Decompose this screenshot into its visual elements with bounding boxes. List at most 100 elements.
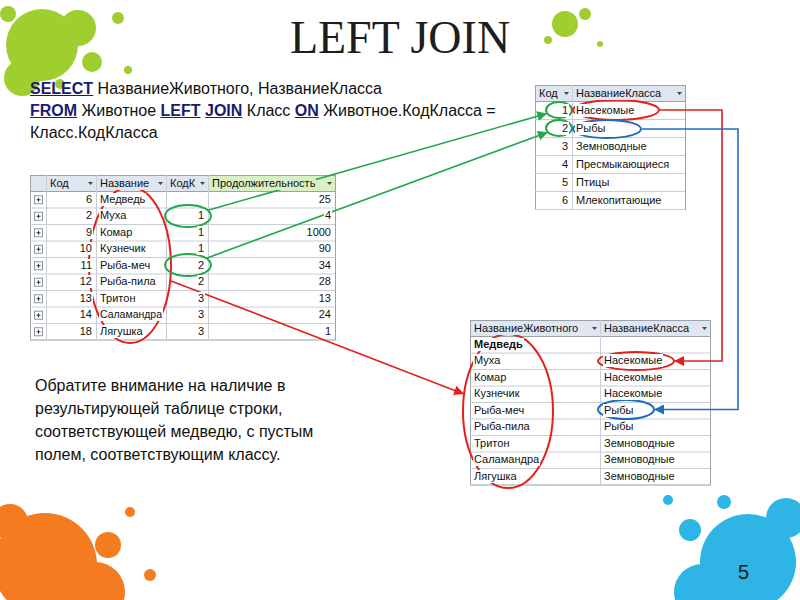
row-line	[30, 323, 335, 324]
column-line	[600, 320, 601, 485]
row-line	[30, 208, 335, 209]
row-line	[535, 209, 685, 210]
table-cell: 1	[197, 226, 205, 239]
sql-line: FROM Животное LEFT JOIN Класс ON Животно…	[30, 100, 530, 144]
row-line	[535, 155, 685, 156]
highlight-ellipse: Насекомые	[572, 99, 660, 121]
dropdown-arrow	[677, 92, 682, 95]
expand-box	[35, 311, 43, 319]
header-background	[471, 321, 601, 337]
join-arrow	[207, 133, 547, 258]
table-cell: 18	[79, 325, 93, 338]
table-cell: Лягушка	[473, 470, 518, 483]
table-cell: 1000	[306, 226, 332, 239]
table-cell: Рыба-меч	[99, 259, 151, 272]
table-cell: Тритон	[473, 437, 510, 450]
table-cell: Медведь	[99, 193, 146, 206]
table-cell: Земноводные	[603, 437, 676, 450]
table-cell: Земноводные	[575, 140, 648, 153]
table-cell: Кузнечик	[99, 242, 146, 255]
column-line	[46, 175, 47, 340]
expand-plus	[37, 231, 41, 235]
table-cell: Кузнечик	[473, 387, 520, 400]
table-cell: Насекомые	[603, 387, 663, 400]
row-line	[535, 191, 685, 192]
table-cell: 1	[561, 104, 569, 117]
row-line	[470, 353, 710, 354]
row-line	[30, 224, 335, 225]
header-cell: Название	[99, 177, 150, 190]
header-cell: Продолжительность	[211, 177, 316, 190]
table-cell: Рыба-пила	[99, 275, 157, 288]
row-line	[30, 290, 335, 291]
expand-plus	[37, 214, 41, 218]
table-cell: Рыба-меч	[473, 404, 525, 417]
expand-plus	[37, 280, 41, 284]
expand-box	[35, 229, 43, 237]
highlight-ellipse: Насекомые	[597, 351, 675, 371]
table-cell: Земноводные	[603, 470, 676, 483]
column-line	[572, 85, 573, 209]
table-cell: Рыба-пила	[473, 420, 531, 433]
highlight-ellipse: 1	[164, 204, 212, 228]
dropdown-arrow	[564, 92, 569, 95]
highlight-ring	[463, 334, 553, 488]
sql-keyword: SELECT	[30, 80, 93, 97]
highlight-ring	[598, 400, 654, 419]
header-background	[536, 86, 573, 102]
table-body	[31, 176, 336, 341]
dropdown-arrow	[200, 182, 205, 185]
table-cell: 11	[80, 259, 93, 272]
green-splash-small	[544, 8, 603, 47]
highlight-ellipse: 2	[164, 253, 212, 277]
table-cell: 3	[561, 140, 569, 153]
table-cell: Рыбы	[603, 404, 634, 417]
highlight-ring	[165, 205, 211, 227]
header-cell: КодК	[169, 177, 196, 190]
table-cell: Рыбы	[603, 420, 634, 433]
sql-keyword: LEFT	[161, 102, 201, 119]
highlight-ellipse: Рыбы	[572, 119, 642, 139]
row-line	[30, 241, 335, 242]
table-cell: 10	[79, 242, 93, 255]
highlight-ellipse: 1	[545, 101, 573, 119]
highlight-ring	[573, 120, 641, 138]
highlight-ellipse: МедведьМухаКомарКузнечикРыба-мечРыба-пил…	[88, 186, 172, 344]
header-background	[209, 176, 336, 192]
row-line	[30, 340, 335, 341]
expand-plus	[37, 198, 41, 202]
row-line	[30, 274, 335, 275]
row-line	[470, 485, 710, 486]
dropdown-arrow	[592, 327, 597, 330]
sql-text: Животное	[82, 102, 157, 119]
table-cell: 25	[318, 193, 332, 206]
sql-text: НазваниеЖивотного, НазваниеКласса	[98, 80, 382, 97]
expand-box	[35, 278, 43, 286]
cyan-splash	[663, 495, 800, 600]
table-body	[536, 86, 686, 210]
sql-keyword: ON	[295, 102, 319, 119]
data-table: НазваниеЖивотногоНазваниеКлассаНасекомые…	[470, 320, 710, 485]
header-background	[167, 176, 209, 192]
table-cell: 4	[561, 158, 569, 171]
header-cell: НазваниеКласса	[575, 87, 662, 100]
highlight-ellipse: 2	[545, 119, 573, 137]
table-cell: 1	[197, 209, 205, 222]
sql-text: Класс	[247, 102, 291, 119]
table-cell: 5	[561, 176, 569, 189]
expand-plus	[37, 297, 41, 301]
table-cell: 13	[79, 292, 93, 305]
table-cell: Земноводные	[603, 453, 676, 466]
table-cell: 13	[318, 292, 332, 305]
sql-keyword: JOIN	[205, 102, 242, 119]
highlight-ring	[89, 187, 171, 343]
header-cell: НазваниеКласса	[603, 322, 690, 335]
highlight-ring	[598, 352, 674, 370]
column-line	[166, 175, 167, 340]
highlight-ring	[573, 100, 659, 120]
header-background	[601, 321, 711, 337]
table-cell: Саламандра	[473, 453, 540, 466]
table-cell: Птицы	[575, 176, 610, 189]
table-cell: 12	[79, 275, 93, 288]
table-cell: 2	[561, 122, 569, 135]
